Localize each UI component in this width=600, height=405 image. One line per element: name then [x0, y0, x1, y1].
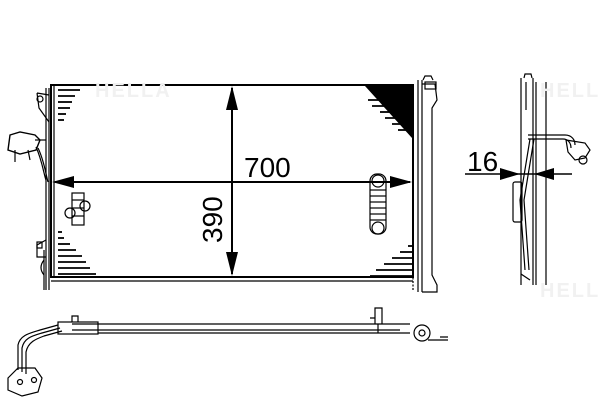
- dimension-label-width: 700: [244, 152, 291, 183]
- watermark: HELLA: [540, 280, 600, 302]
- front-view: [7, 75, 438, 293]
- dimension-label-height: 390: [197, 196, 228, 243]
- side-view: [512, 73, 591, 285]
- mounting-bracket-left: [64, 192, 91, 226]
- top-view: [7, 307, 448, 397]
- dimension-label-depth: 16: [467, 146, 499, 177]
- watermark: HELLA: [540, 80, 600, 102]
- watermark: HELLA: [95, 80, 172, 102]
